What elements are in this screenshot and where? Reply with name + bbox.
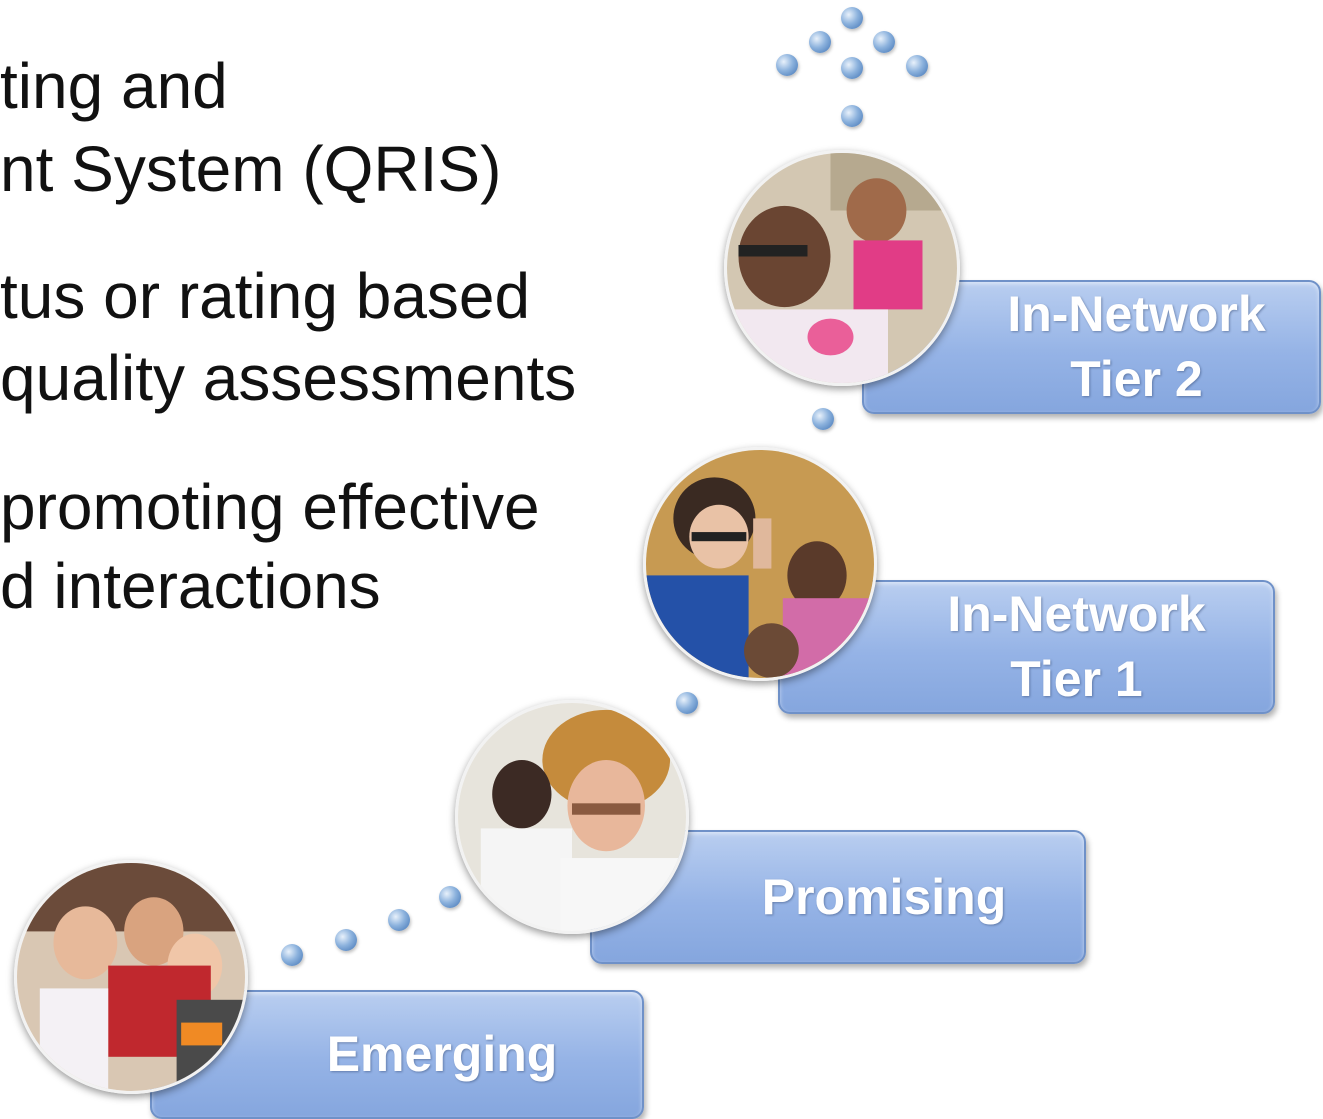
- tier-2-label-line1: In-Network: [1007, 286, 1266, 342]
- bullet-line-4: quality assessments: [0, 342, 577, 414]
- tier-1-label-line2: Tier 1: [1010, 651, 1143, 707]
- bullet-line-6: d interactions: [0, 550, 381, 622]
- arrow-dot: [841, 7, 863, 29]
- tier-1-label-line1: In-Network: [947, 586, 1206, 642]
- arrow-dot: [873, 31, 895, 53]
- connector-dot: [281, 944, 303, 966]
- bullet-text-area: ting and nt System (QRIS) tus or rating …: [0, 0, 640, 640]
- bullet-line-5: promoting effective: [0, 471, 540, 543]
- connector-dot: [812, 408, 834, 430]
- tier-2-label-line2: Tier 2: [1070, 351, 1203, 407]
- arrow-dot: [776, 54, 798, 76]
- arrow-dot: [841, 105, 863, 127]
- teacher-high-five-photo: [643, 447, 877, 681]
- tier-promising-label: Promising: [761, 868, 1007, 925]
- arrow-dot: [841, 57, 863, 79]
- children-with-teacher-photo: [14, 860, 248, 1094]
- arrow-dot: [809, 31, 831, 53]
- connector-dot: [335, 929, 357, 951]
- connector-dot: [388, 909, 410, 931]
- bullet-line-3: tus or rating based: [0, 260, 531, 332]
- arrow-dot: [906, 55, 928, 77]
- bullet-line-2: nt System (QRIS): [0, 133, 502, 205]
- connector-dot: [676, 692, 698, 714]
- tier-emerging-label: Emerging: [326, 1026, 558, 1082]
- connector-dot: [439, 886, 461, 908]
- woman-holding-child-photo: [455, 700, 689, 934]
- bullet-line-1: ting and: [0, 50, 228, 122]
- caregiver-with-baby-photo: [724, 150, 960, 386]
